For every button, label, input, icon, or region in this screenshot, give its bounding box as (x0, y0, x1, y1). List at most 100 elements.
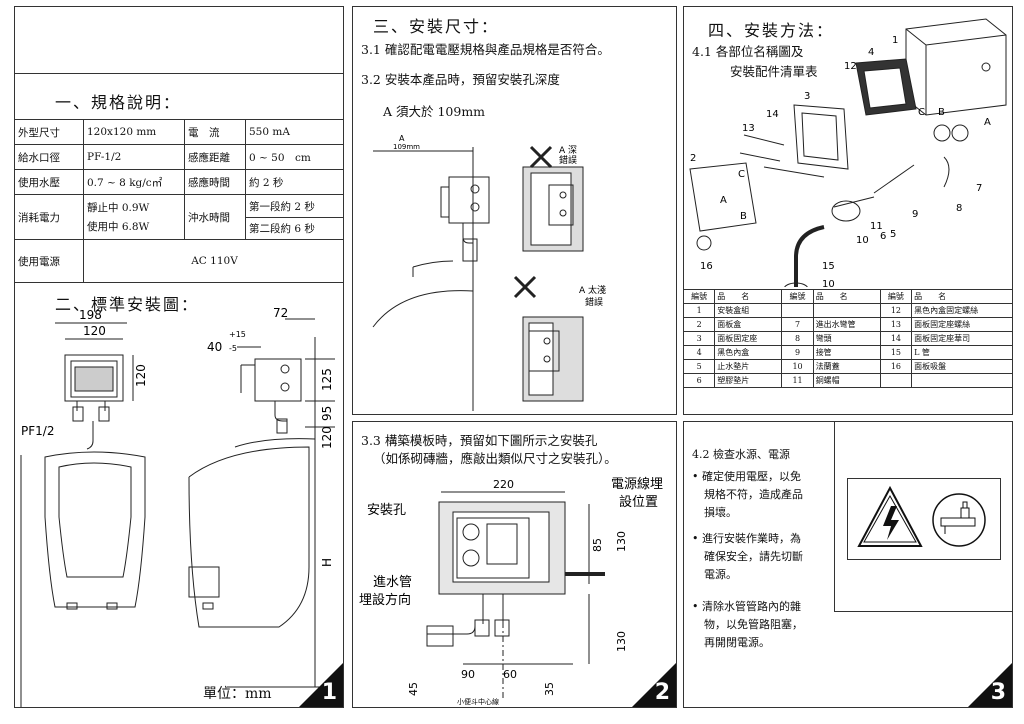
step-4-1-line1: 4.1 各部位名稱圖及 (692, 44, 804, 59)
spec-section-title: 一、規格說明： (55, 93, 182, 112)
spec-label: 使用電源 (15, 239, 84, 283)
col-header: 編號 (879, 289, 913, 304)
step-3-3-line1: 3.3 構築模板時，預留如下圖所示之安裝孔 (361, 433, 598, 448)
flush-stage2: 第二段約 6 秒 (249, 222, 315, 235)
part-no: 14 (879, 331, 913, 346)
spec-value: 第一段約 2 秒 第二段約 6 秒 (245, 194, 343, 240)
dim-60: 60 (503, 668, 517, 681)
dim-130b: 130 (615, 631, 628, 652)
callout-11: 11 (870, 221, 883, 232)
bullet-line: 清除水管管路內的雜 (702, 600, 801, 613)
panel-mounting-hole: 3.3 構築模板時，預留如下圖所示之安裝孔 （如係砌磚牆，應敲出類似尺寸之安裝孔… (352, 421, 677, 708)
spec-label: 感應距離 (184, 144, 246, 170)
tol-minus: -5 (229, 344, 237, 353)
part-name: 面板盒 (714, 317, 783, 332)
spec-value: PF-1/2 (83, 144, 185, 170)
dim-120h: 120 (134, 364, 148, 387)
depth-note: A 須大於 109mm (383, 104, 486, 119)
header-blank (15, 7, 343, 74)
part-name: 面板固定座華司 (911, 331, 1012, 346)
tol-plus: +15 (229, 330, 246, 339)
callout-4: 4 (868, 47, 874, 58)
page-number-tab (299, 663, 343, 707)
install-method-title: 四、安裝方法： (708, 21, 835, 40)
bullet-voltage: • 確定使用電壓，以免 規格不符，造成產品 損壞。 (692, 468, 803, 522)
col-header: 品 名 (812, 289, 881, 304)
electric-hazard-icon (857, 485, 923, 547)
table-row: 編號 品 名 編號 品 名 編號 品 名 (684, 289, 1012, 304)
step-4-2: 4.2 檢查水源、電源 (692, 448, 790, 461)
step-4-1-line2: 安裝配件清單表 (730, 64, 818, 79)
bullet-safety: • 進行安裝作業時，為 確保安全，請先切斷 電源。 (692, 530, 803, 584)
err-shallow-label: A 太淺 (579, 284, 606, 296)
bullet-line: 確定使用電壓，以免 (702, 470, 801, 483)
part-no: 8 (781, 331, 814, 346)
bullet-line: 物，以免管路阻塞， (704, 618, 803, 631)
spec-value: 550 mA (245, 119, 343, 145)
callout-12: 12 (844, 61, 857, 72)
spec-label: 沖水時間 (184, 194, 246, 240)
label-hole: 安裝孔 (367, 503, 406, 518)
install-dimensions-title: 三、安裝尺寸： (373, 17, 500, 36)
spec-label: 使用水壓 (15, 169, 84, 195)
part-name: 銅螺帽 (812, 373, 881, 388)
power-active: 使用中 6.8W (87, 221, 150, 233)
col-header: 品 名 (911, 289, 1012, 304)
fig-a: A (399, 134, 405, 143)
panel-install-dimensions: 三、安裝尺寸： 3.1 確認配電電壓規格與產品規格是否符合。 3.2 安裝本產品… (352, 6, 677, 415)
dim-95: 95 (320, 406, 334, 421)
dim-72: 72 (273, 307, 288, 320)
depth-drawing: A 109mm A 深 錯誤 A 太淺 錯誤 (372, 134, 606, 411)
callout-10b: 10 (822, 279, 835, 287)
part-no: 15 (879, 345, 913, 360)
part-no: 12 (879, 303, 913, 318)
dim-90: 90 (461, 668, 475, 681)
part-name: 止水墊片 (714, 359, 783, 374)
table-row: 使用電源 AC 110V (15, 239, 343, 283)
label-inlet-1: 進水管 (373, 575, 412, 590)
part-no: 16 (879, 359, 913, 374)
callout-6: 6 (880, 231, 886, 242)
page-number: 2 (654, 680, 670, 705)
dim-120w: 120 (83, 324, 106, 338)
part-name: L 管 (911, 345, 1012, 360)
part-no: 9 (781, 345, 814, 360)
bullet-line: 確保安全，請先切斷 (704, 550, 803, 563)
callout-c2: C (738, 169, 745, 180)
part-no: 1 (684, 303, 716, 318)
part-name: 法蘭蓋 (812, 359, 881, 374)
power-idle: 靜止中 0.9W (87, 202, 150, 214)
callout-labels: 1 2 3 4 5 6 7 8 9 10 10 11 12 13 14 15 1… (690, 35, 991, 287)
spec-label: 電 流 (184, 119, 246, 145)
dim-35: 35 (543, 682, 556, 696)
table-row: 消耗電力 靜止中 0.9W 使用中 6.8W 沖水時間 第一段約 2 秒 第二段… (15, 194, 343, 240)
part-name: 彎頭 (812, 331, 881, 346)
callout-9: 9 (912, 209, 918, 220)
err-shallow-tag: 錯誤 (585, 296, 603, 308)
bullet-line: 規格不符，造成產品 (704, 488, 803, 501)
panel-install-method: 四、安裝方法： 4.1 各部位名稱圖及 安裝配件清單表 1 2 3 4 5 6 … (683, 6, 1013, 415)
table-row: 給水口徑 PF-1/2 感應距離 0 ~ 50 cm (15, 144, 343, 170)
dim-40: 40 (207, 340, 222, 354)
step-3-2: 3.2 安裝本產品時，預留安裝孔深度 (361, 72, 560, 87)
callout-b2: B (740, 211, 747, 222)
bullet-line: 損壞。 (704, 506, 737, 519)
spec-value: 0 ~ 50 cm (245, 144, 343, 170)
callout-15: 15 (822, 261, 835, 272)
pf-label: PF1/2 (21, 424, 54, 438)
page-number-tab (968, 663, 1012, 707)
dim-220: 220 (493, 478, 514, 491)
spec-value: 120x120 mm (83, 119, 185, 145)
spec-value: 靜止中 0.9W 使用中 6.8W (83, 194, 185, 240)
dim-85: 85 (591, 538, 604, 552)
part-no: 7 (781, 317, 814, 332)
page-number: 1 (321, 680, 337, 705)
col-header: 編號 (684, 289, 716, 304)
